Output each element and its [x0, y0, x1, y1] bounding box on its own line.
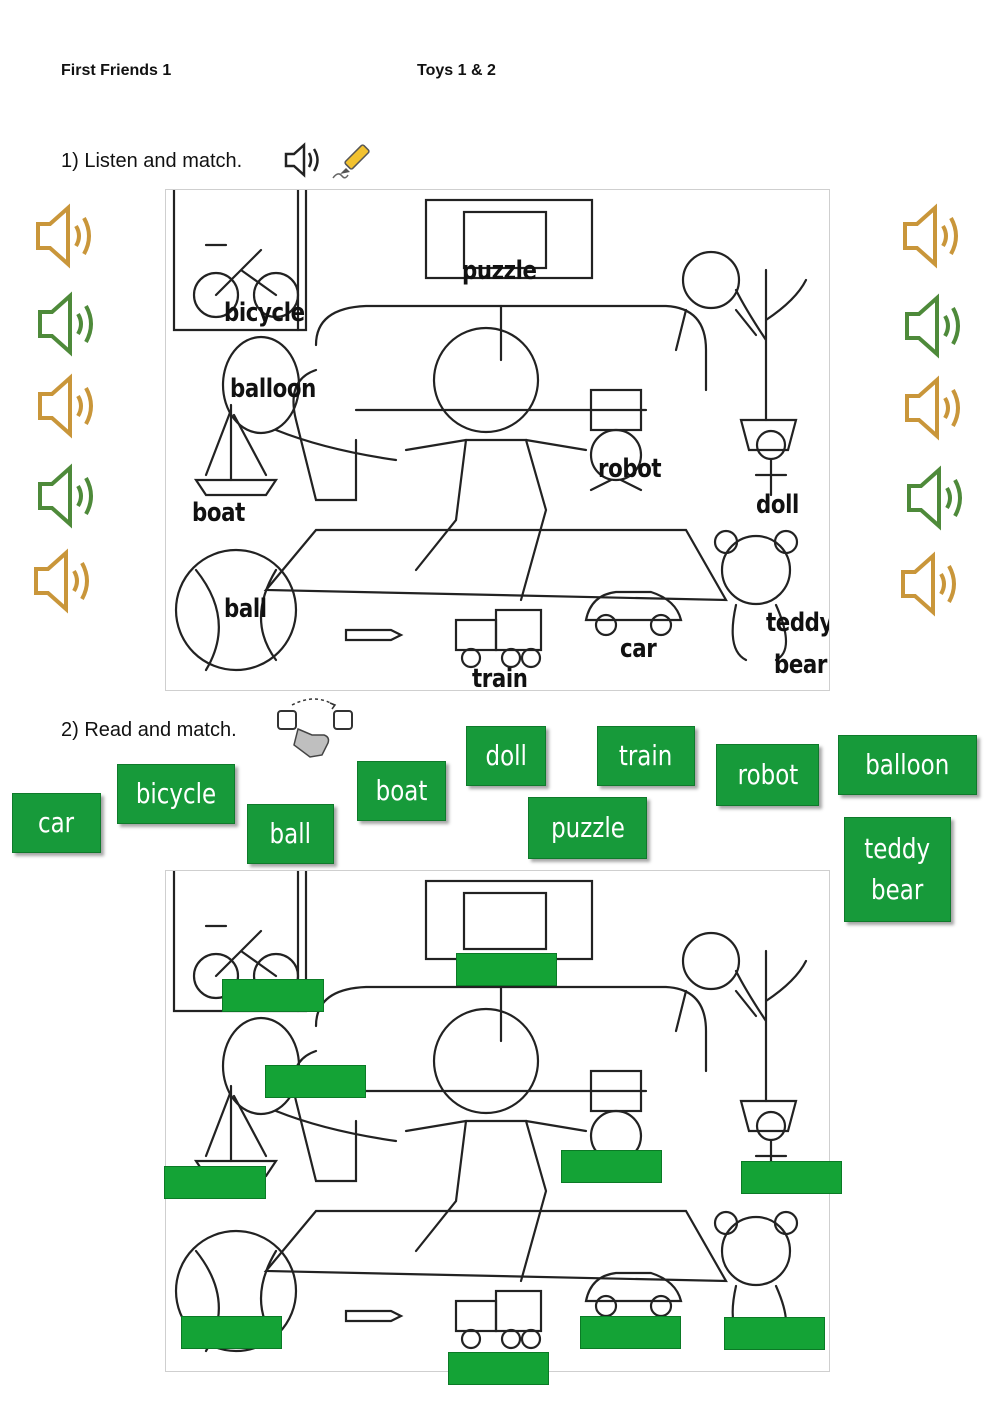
- drop-zone-boat[interactable]: [164, 1166, 266, 1199]
- drop-zone-balloon[interactable]: [265, 1065, 366, 1098]
- header-unit-title: Toys 1 & 2: [417, 62, 496, 79]
- speaker-icon[interactable]: [899, 372, 971, 444]
- scene-label-robot: robot: [598, 454, 662, 484]
- scene-label-boat: boat: [192, 498, 245, 528]
- speaker-icon[interactable]: [901, 462, 973, 534]
- word-card-train[interactable]: train: [597, 726, 695, 786]
- living-room-drawing: [172, 190, 808, 672]
- speaker-icon[interactable]: [30, 200, 102, 272]
- section2-instruction: 2) Read and match.: [61, 719, 237, 741]
- drop-zone-ball[interactable]: [181, 1316, 282, 1349]
- scene-label-puzzle: puzzle: [462, 256, 537, 286]
- drop-zone-train[interactable]: [448, 1352, 549, 1385]
- scene-label-doll: doll: [756, 490, 799, 520]
- drop-zone-car[interactable]: [580, 1316, 681, 1349]
- living-room-scene-1: bicycle puzzle balloon robot boat doll b…: [165, 189, 830, 691]
- scene-label-car: car: [620, 634, 657, 664]
- scene-label-teddy: teddy: [766, 608, 830, 638]
- word-card-ball[interactable]: ball: [247, 804, 334, 864]
- speaker-icon[interactable]: [895, 548, 967, 620]
- scene-label-ball: ball: [224, 594, 267, 624]
- speaker-icon[interactable]: [28, 545, 100, 617]
- word-card-doll[interactable]: doll: [466, 726, 546, 786]
- header-series-title: First Friends 1: [61, 62, 172, 79]
- word-card-puzzle[interactable]: puzzle: [528, 797, 647, 859]
- scene-label-balloon: balloon: [230, 374, 316, 404]
- section1-instruction: 1) Listen and match.: [61, 150, 243, 172]
- living-room-scene-2: [165, 870, 830, 1372]
- drop-zone-bicycle[interactable]: [222, 979, 324, 1012]
- speaker-icon[interactable]: [899, 290, 971, 362]
- word-card-bicycle[interactable]: bicycle: [117, 764, 235, 824]
- scene-label-train: train: [472, 664, 528, 691]
- word-card-car[interactable]: car: [12, 793, 101, 853]
- word-card-robot[interactable]: robot: [716, 744, 819, 806]
- word-card-boat[interactable]: boat: [357, 761, 446, 821]
- word-card-balloon[interactable]: balloon: [838, 735, 977, 795]
- drop-zone-doll[interactable]: [741, 1161, 842, 1194]
- speaker-icon[interactable]: [32, 460, 104, 532]
- word-card-teddy-bear[interactable]: teddy bear: [844, 817, 951, 922]
- drop-zone-puzzle[interactable]: [456, 953, 557, 986]
- speaker-icon[interactable]: [32, 370, 104, 442]
- drop-zone-teddy-bear[interactable]: [724, 1317, 825, 1350]
- scene-label-bear: bear: [774, 650, 827, 680]
- living-room-drawing: [172, 871, 808, 1353]
- speaker-icon[interactable]: [32, 288, 104, 360]
- scene-label-bicycle: bicycle: [224, 298, 305, 328]
- drag-hand-icon: [272, 695, 358, 761]
- speaker-icon[interactable]: [897, 200, 969, 272]
- speaker-icon[interactable]: [282, 140, 324, 180]
- pencil-icon: [330, 138, 382, 182]
- drop-zone-robot[interactable]: [561, 1150, 662, 1183]
